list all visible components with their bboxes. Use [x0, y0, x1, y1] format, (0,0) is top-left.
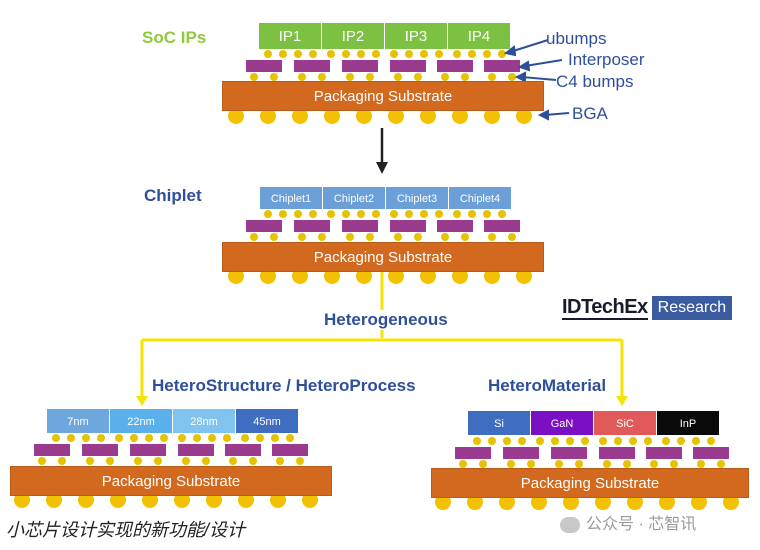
interposer-label: Interposer: [568, 50, 645, 69]
heterogeneous-label: Heterogeneous: [322, 310, 450, 330]
material-block: InP: [656, 410, 720, 436]
material-block: Si: [467, 410, 531, 436]
material-block: SiC: [593, 410, 657, 436]
material-block: GaN: [530, 410, 594, 436]
chiplet-label: Chiplet: [144, 186, 202, 205]
bga-row: [228, 108, 532, 124]
c4-bumps-label: C4 bumps: [556, 72, 634, 91]
ubumps-label: ubumps: [546, 29, 607, 48]
ubump-row: [264, 50, 506, 58]
caption: 小芯片设计实现的新功能/设计: [6, 520, 245, 540]
hetero-structure-label: HeteroStructure / HeteroProcess: [152, 376, 416, 395]
process-block: 7nm: [46, 408, 110, 434]
ip-block: IP3: [384, 22, 448, 50]
watermark-text: 公众号 · 芯智讯: [586, 516, 697, 533]
ip-block: IP4: [447, 22, 511, 50]
c4-bump-row: [250, 73, 516, 81]
hetero-material-label: HeteroMaterial: [488, 376, 607, 395]
logo-text: IDTechEx: [562, 296, 648, 320]
substrate-top: Packaging Substrate: [222, 81, 544, 111]
watermark: 公众号 · 芯智讯: [560, 510, 696, 534]
substrate-bottom-right: Packaging Substrate: [431, 468, 749, 498]
substrate-middle: Packaging Substrate: [222, 242, 544, 272]
logo-research: Research: [651, 296, 733, 320]
chiplet-block: Chiplet3: [385, 186, 449, 210]
process-block: 22nm: [109, 408, 173, 434]
chiplet-block: Chiplet4: [448, 186, 512, 210]
process-block: 45nm: [235, 408, 299, 434]
process-block: 28nm: [172, 408, 236, 434]
chiplet-block: Chiplet1: [259, 186, 323, 210]
wechat-icon: [560, 516, 580, 533]
substrate-bottom-left: Packaging Substrate: [10, 466, 332, 496]
soc-ips-label: SoC IPs: [142, 28, 207, 47]
interposer-row: [246, 60, 520, 72]
bga-label: BGA: [572, 104, 608, 123]
chiplet-block: Chiplet2: [322, 186, 386, 210]
